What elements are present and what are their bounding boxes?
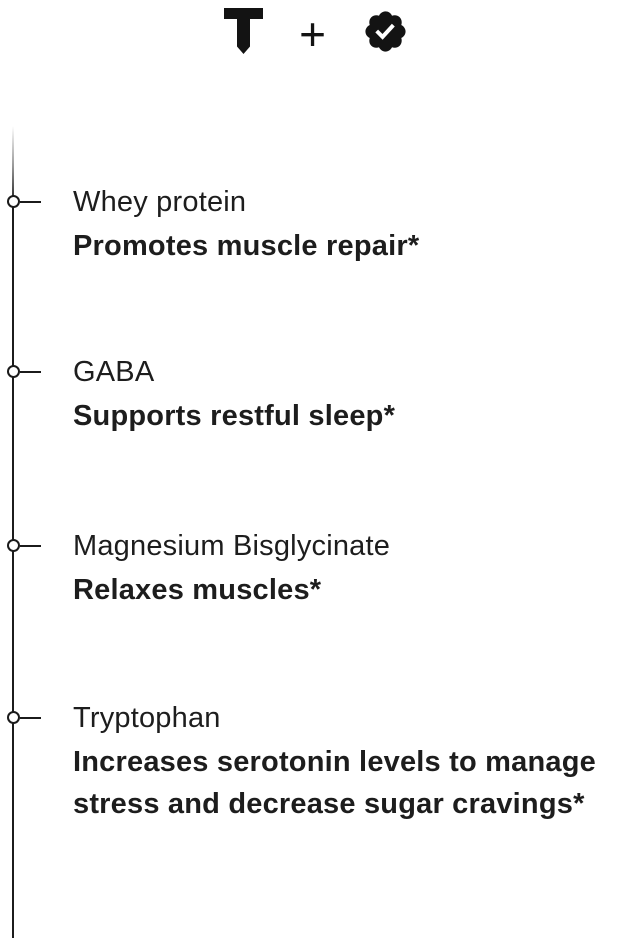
timeline-node-icon [6,195,20,208]
plus-symbol: + [299,7,326,60]
ingredient-benefit: Increases serotonin levels to manage str… [73,746,596,820]
ingredient-name: Whey protein [73,186,247,218]
timeline-item-gaba: GABA Supports restful sleep* [0,351,633,437]
ingredient-name: Tryptophan [73,702,221,734]
ingredient-benefit: Relaxes muscles* [73,574,322,606]
timeline-line [11,126,15,938]
timeline-node-icon [6,711,20,724]
verified-badge-icon [362,8,409,55]
timeline-tick [19,716,41,720]
brand-lockup: + [0,0,633,62]
timeline-item-magnesium-bisglycinate: Magnesium Bisglycinate Relaxes muscles* [0,525,633,611]
timeline-tick [19,200,41,204]
ingredient-name: Magnesium Bisglycinate [73,530,391,562]
thorne-t-logo-icon [224,8,264,54]
timeline-tick [19,370,41,374]
ingredient-benefit: Promotes muscle repair* [73,230,420,262]
ingredient-benefit: Supports restful sleep* [73,400,396,432]
timeline-node-icon [6,539,20,552]
timeline-item-whey-protein: Whey protein Promotes muscle repair* [0,181,633,267]
ingredient-name: GABA [73,356,155,388]
timeline-tick [19,544,41,548]
timeline-node-icon [6,365,20,378]
timeline-item-tryptophan: Tryptophan Increases serotonin levels to… [0,697,633,825]
